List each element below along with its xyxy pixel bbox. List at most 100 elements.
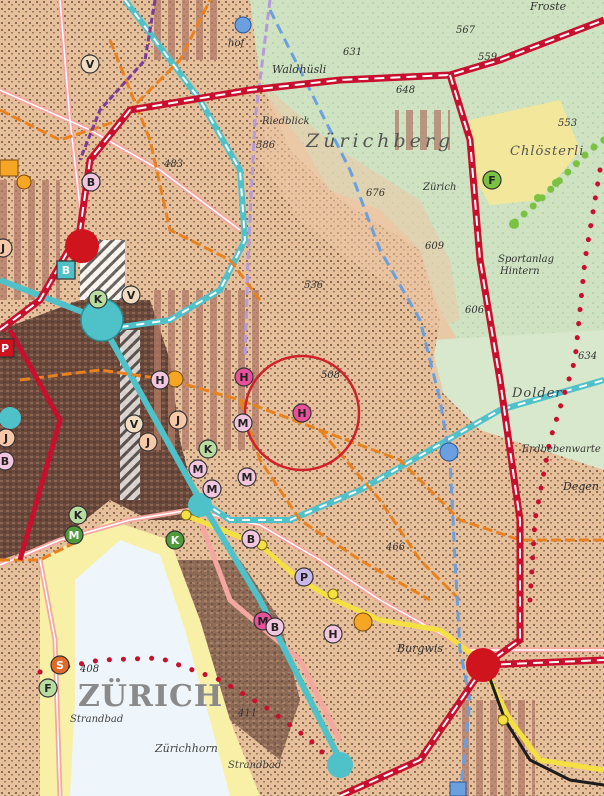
poi-marker-shape: [0, 238, 13, 258]
poi-marker-shape: [0, 451, 15, 471]
poi-marker-m5[interactable]: M: [64, 525, 84, 545]
poi-marker-b1[interactable]: B: [81, 172, 101, 192]
elevation-label: 631: [343, 47, 362, 58]
elevation-label: 408: [79, 664, 99, 675]
place-label-hintern: Hintern: [499, 266, 540, 277]
poi-marker-v1[interactable]: V: [80, 54, 100, 74]
poi-marker-shape: [150, 370, 170, 390]
poi-marker-h3[interactable]: H: [292, 403, 312, 423]
poi-marker-letter: H: [297, 407, 306, 420]
poi-marker-shape: [188, 459, 208, 479]
poi-marker-shape: [168, 410, 188, 430]
poi-marker-k4[interactable]: K: [165, 530, 185, 550]
elevation-label: 648: [396, 85, 415, 96]
yellow-dot-4[interactable]: [497, 714, 509, 726]
poi-marker-p_sq[interactable]: P: [0, 338, 15, 358]
place-label-chlosterli: Chlösterli: [510, 144, 584, 159]
poi-marker-shape: [165, 530, 185, 550]
poi-marker-shape: [482, 170, 502, 190]
poi-marker-letter: M: [69, 529, 80, 542]
poi-marker-shape: [138, 432, 158, 452]
blue-dashed-path: [268, 9, 472, 796]
poi-marker-letter: F: [488, 174, 496, 187]
poi-marker-m4[interactable]: M: [237, 467, 257, 487]
poi-marker-j2[interactable]: J: [138, 432, 158, 452]
poi-marker-f2[interactable]: F: [482, 170, 502, 190]
orange-square[interactable]: [0, 159, 19, 177]
poi-marker-letter: P: [1, 342, 9, 355]
blue-node-east[interactable]: [439, 442, 459, 462]
poi-marker-k1[interactable]: K: [88, 289, 108, 309]
green-dot-3[interactable]: [552, 179, 560, 187]
poi-marker-shape: [88, 289, 108, 309]
urban-east: [260, 90, 460, 330]
poi-marker-shape: [80, 54, 100, 74]
poi-marker-letter: V: [127, 289, 136, 302]
blue-node-north[interactable]: [234, 16, 252, 34]
orange-node-3[interactable]: [353, 612, 373, 632]
poi-marker-letter: B: [87, 176, 95, 189]
poi-marker-letter: J: [0, 242, 5, 255]
green-dot-2[interactable]: [534, 194, 542, 202]
poi-marker-b3[interactable]: B: [241, 529, 261, 549]
place-label-riedblick: Riedblick: [261, 116, 310, 127]
blue-square[interactable]: [449, 781, 467, 796]
poi-marker-shape: [56, 260, 76, 280]
poi-marker-letter: M: [193, 463, 204, 476]
poi-marker-b_sq[interactable]: B: [56, 260, 76, 280]
poi-marker-m2[interactable]: M: [188, 459, 208, 479]
poi-marker-letter: M: [238, 417, 249, 430]
poi-marker-letter: K: [94, 293, 103, 306]
yellow-dot-1[interactable]: [180, 509, 192, 521]
poi-marker-k3[interactable]: K: [68, 505, 88, 525]
poi-marker-v2[interactable]: V: [121, 285, 141, 305]
poi-marker-shape: [241, 529, 261, 549]
poi-marker-b4[interactable]: B: [265, 617, 285, 637]
rail-node-centre[interactable]: [188, 493, 212, 517]
lilac-line: [243, 0, 272, 361]
yellow-dot-3[interactable]: [327, 588, 339, 600]
orange-node-1[interactable]: [16, 174, 32, 190]
lake-zurich: [70, 540, 230, 796]
place-label-zurich_city: ZÜRICH: [78, 677, 223, 714]
green-dot-1[interactable]: [509, 219, 519, 229]
place-label-zurichberg: Zürichberg: [305, 130, 454, 152]
poi-marker-m3[interactable]: M: [202, 479, 222, 499]
poi-marker-v3[interactable]: V: [124, 414, 144, 434]
poi-marker-j3[interactable]: J: [0, 428, 16, 448]
poi-marker-p2[interactable]: P: [294, 567, 314, 587]
poi-marker-k2[interactable]: K: [198, 439, 218, 459]
rail-node-south[interactable]: [327, 752, 353, 778]
poi-marker-shape: [68, 505, 88, 525]
poi-marker-j4[interactable]: J: [0, 238, 13, 258]
highlight-circle[interactable]: [243, 354, 361, 472]
place-label-frostel: Froste: [529, 0, 567, 13]
poi-marker-letter: H: [328, 628, 337, 641]
poi-marker-letter: P: [300, 571, 308, 584]
poi-marker-h1[interactable]: H: [150, 370, 170, 390]
place-label-degen: Degen: [562, 480, 599, 493]
red-node-1[interactable]: [65, 229, 99, 263]
poi-marker-h4[interactable]: H: [323, 624, 343, 644]
dark-route: [483, 664, 604, 787]
poi-marker-h2[interactable]: H: [234, 367, 254, 387]
poi-marker-m1[interactable]: M: [233, 413, 253, 433]
elevation-label: 634: [578, 351, 597, 362]
poi-marker-s1[interactable]: S: [50, 655, 70, 675]
elevation-label: 466: [385, 542, 406, 553]
elevation-label: 606: [465, 305, 485, 316]
poi-marker-f1[interactable]: F: [38, 678, 58, 698]
elevation-label: 483: [163, 159, 183, 170]
poi-marker-shape: [234, 367, 254, 387]
rail-node-west[interactable]: [0, 407, 21, 429]
poi-marker-b2[interactable]: B: [0, 451, 15, 471]
poi-marker-j1[interactable]: J: [168, 410, 188, 430]
red-node-2[interactable]: [466, 648, 500, 682]
elevation-label: 536: [304, 280, 324, 291]
place-label-strandbad_2: Strandbad: [228, 760, 281, 771]
elevation-label: 553: [558, 118, 577, 129]
poi-marker-letter: J: [3, 432, 8, 445]
poi-marker-shape: [81, 172, 101, 192]
